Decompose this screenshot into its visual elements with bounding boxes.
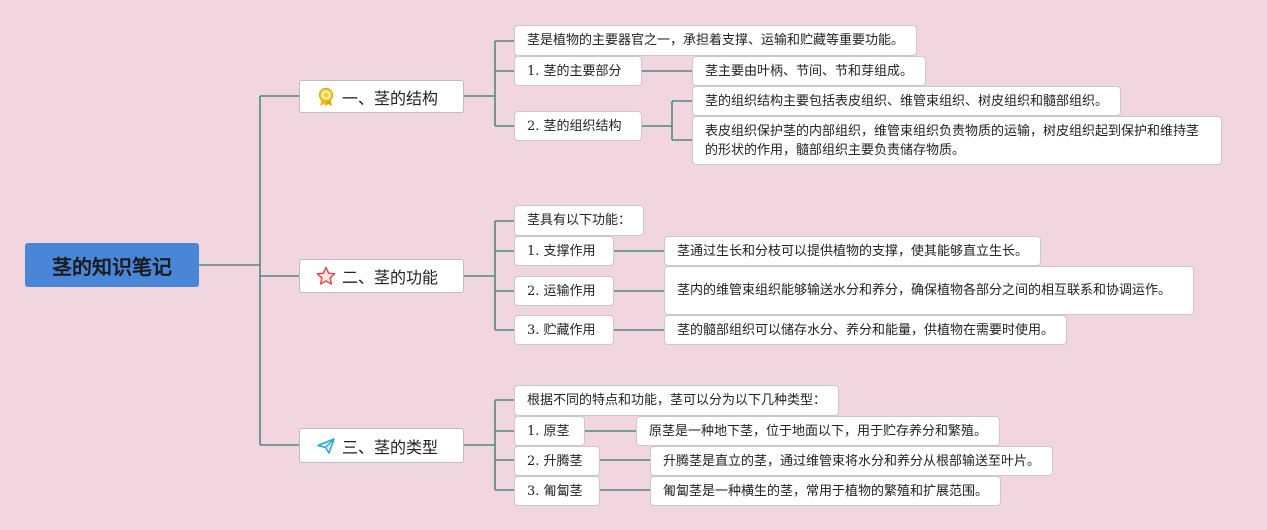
detail-node[interactable]: 茎主要由叶柄、节间、节和芽组成。: [692, 56, 927, 86]
sub-topic[interactable]: 3. 贮藏作用: [514, 315, 614, 345]
detail-node[interactable]: 表皮组织保护茎的内部组织，维管束组织负责物质的运输，树皮组织起到保护和维持茎的形…: [692, 116, 1222, 165]
detail-node[interactable]: 茎内的维管束组织能够输送水分和养分，确保植物各部分之间的相互联系和协调运作。: [664, 266, 1194, 315]
sub-topic[interactable]: 2. 升腾茎: [514, 446, 600, 476]
branch-title: 二、茎的功能: [342, 268, 439, 287]
branch-function[interactable]: 二、茎的功能: [299, 259, 464, 293]
star-icon: [316, 266, 336, 286]
detail-node[interactable]: 匍匐茎是一种横生的茎，常用于植物的繁殖和扩展范围。: [650, 476, 1002, 506]
award-ribbon-icon: [316, 87, 336, 107]
root-title: 茎的知识笔记: [52, 254, 172, 279]
root-topic[interactable]: 茎的知识笔记: [25, 243, 199, 287]
sub-topic[interactable]: 2. 运输作用: [514, 276, 614, 306]
sub-topic[interactable]: 1. 支撑作用: [514, 236, 614, 266]
branch-intro[interactable]: 茎具有以下功能：: [514, 205, 645, 236]
detail-node[interactable]: 升腾茎是直立的茎，通过维管束将水分和养分从根部输送至叶片。: [650, 446, 1054, 476]
detail-node[interactable]: 茎的组织结构主要包括表皮组织、维管束组织、树皮组织和髓部组织。: [692, 86, 1122, 116]
detail-node[interactable]: 原茎是一种地下茎，位于地面以下，用于贮存养分和繁殖。: [636, 416, 1001, 446]
branch-structure[interactable]: 一、茎的结构: [299, 80, 464, 113]
detail-node[interactable]: 茎通过生长和分枝可以提供植物的支撑，使其能够直立生长。: [664, 236, 1042, 266]
sub-topic[interactable]: 2. 茎的组织结构: [514, 111, 642, 141]
sub-topic[interactable]: 1. 原茎: [514, 416, 585, 446]
branch-intro[interactable]: 根据不同的特点和功能，茎可以分为以下几种类型：: [514, 385, 840, 416]
detail-node[interactable]: 茎的髓部组织可以储存水分、养分和能量，供植物在需要时使用。: [664, 315, 1068, 345]
sub-topic[interactable]: 1. 茎的主要部分: [514, 56, 642, 86]
branch-title: 一、茎的结构: [342, 88, 439, 108]
branch-types[interactable]: 三、茎的类型: [299, 428, 464, 463]
sub-topic[interactable]: 3. 匍匐茎: [514, 476, 600, 506]
paper-plane-icon: [316, 436, 336, 456]
branch-intro[interactable]: 茎是植物的主要器官之一，承担着支撑、运输和贮藏等重要功能。: [514, 25, 918, 56]
branch-title: 三、茎的类型: [342, 437, 439, 457]
